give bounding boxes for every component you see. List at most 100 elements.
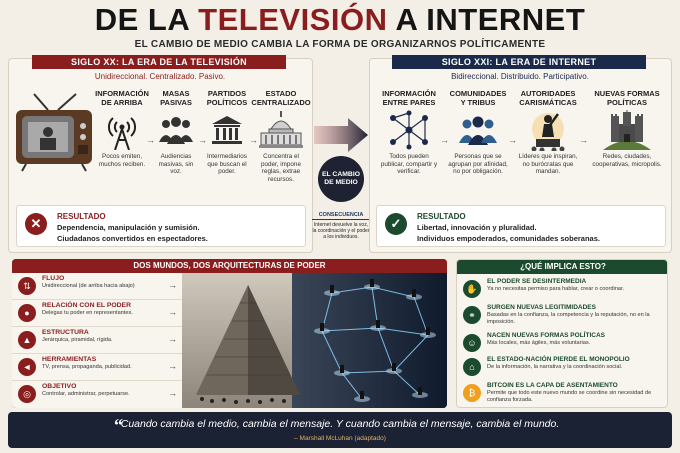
implication-title: NACEN NUEVAS FORMAS POLÍTICAS [487, 332, 605, 339]
row-desc: TV, prensa, propaganda, publicidad. [42, 364, 132, 370]
col-desc: Pocos emiten, muchos reciben. [98, 153, 146, 168]
page-title: DE LA TELEVISIÓN A INTERNET [0, 2, 680, 38]
transition-arrow-icon [314, 118, 368, 152]
implication-desc: Basadas en la confianza, la competencia … [487, 312, 650, 325]
implication-item: ⚭ SURGEN NUEVAS LEGITIMIDADES Basadas en… [457, 301, 667, 328]
handshake-icon: ⚭ [463, 306, 481, 324]
network-icon [390, 110, 428, 150]
row-title: OBJETIVO [42, 383, 77, 390]
consequence-desc: Internet devuelve la voz, la coordinació… [312, 222, 370, 240]
col-heading: MASAS PASIVAS [160, 89, 192, 107]
antenna-icon [107, 117, 137, 150]
row-title: HERRAMIENTAS [42, 356, 97, 363]
result-line-2: Ciudadanos convertidos en espectadores. [57, 234, 208, 243]
col-desc: Redes, ciudades, cooperativas, micropoli… [592, 153, 662, 168]
col-desc: Personas que se agrupan por afinidad, no… [448, 153, 508, 175]
tv-illustration [14, 92, 96, 172]
tv-col-4: ESTADO CENTRALIZADO Concentra el poder, … [251, 87, 311, 183]
arrow-icon: → [168, 388, 177, 398]
row-title: ESTRUCTURA [42, 329, 89, 336]
col-heading: PARTIDOS POLÍTICOS [206, 89, 248, 107]
implication-item: ⌂ EL ESTADO-NACIÓN PIERDE EL MONOPOLIO D… [457, 353, 667, 380]
tv-era-tagline: Unidireccional. Centralizado. Pasivo. [94, 72, 226, 81]
internet-era-tagline: Bidireccional. Distribuido. Participativ… [451, 72, 589, 81]
two-worlds-band: DOS MUNDOS, DOS ARQUITECTURAS DE PODER [12, 259, 447, 273]
quote-author: – Marshall McLuhan (adaptado) [294, 435, 386, 442]
tv-col-2: MASAS PASIVAS Audiencias masivas, sin vo… [153, 87, 199, 176]
two-worlds-panel: DOS MUNDOS, DOS ARQUITECTURAS DE PODER ⇅… [12, 259, 447, 408]
close-icon: ✕ [25, 213, 47, 235]
community-icon [459, 116, 497, 145]
net-col-4: NUEVAS FORMAS POLÍTICAS Redes, ciudades,… [588, 87, 666, 168]
quote-text: Cuando cambia el medio, cambia el mensaj… [120, 418, 560, 430]
arrow-icon: → [168, 280, 177, 290]
arrow-icon: → [198, 135, 207, 145]
row-desc: Delegas tu poder en representantes. [42, 310, 133, 316]
arrow-icon: → [440, 135, 449, 145]
implication-item: ☺ NACEN NUEVAS FORMAS POLÍTICAS Más loca… [457, 329, 667, 356]
quote-banner: “ Cuando cambia el medio, cambia el mens… [8, 412, 672, 448]
col-desc: Intermediarios que buscan el poder. [207, 153, 247, 175]
hierarchy-icon: ▲ [18, 331, 36, 349]
hand-icon: ✋ [463, 280, 481, 298]
arrow-icon: → [168, 334, 177, 344]
col-heading: NUEVAS FORMAS POLÍTICAS [594, 89, 660, 107]
col-heading: ESTADO CENTRALIZADO [251, 89, 311, 107]
col-desc: Audiencias masivas, sin voz. [158, 153, 194, 175]
implication-title: EL ESTADO-NACIÓN PIERDE EL MONOPOLIO [487, 356, 630, 363]
row-desc: Controlar, administrar, perpetuarse. [42, 391, 130, 397]
implication-title: BITCOIN ES LA CAPA DE ASENTAMIENTO [487, 382, 618, 389]
bank-icon: ⌂ [463, 358, 481, 376]
two-worlds-illustration [182, 273, 447, 408]
implication-desc: Ya no necesitas permiso para hablar, cre… [487, 286, 625, 292]
arrow-icon: → [579, 135, 588, 145]
capitol-icon [259, 111, 303, 148]
col-heading: COMUNIDADES Y TRIBUS [449, 89, 507, 107]
page-subtitle: EL CAMBIO DE MEDIO CAMBIA LA FORMA DE OR… [134, 39, 546, 50]
flow-icon: ⇅ [18, 277, 36, 295]
consequence-block: CONSECUENCIA Internet devuelve la voz, l… [312, 212, 370, 240]
net-col-3: AUTORIDADES CARISMÁTICAS Líderes que ins… [516, 87, 580, 176]
row-title: RELACIÓN CON EL PODER [42, 302, 131, 309]
bitcoin-icon: ₿ [463, 384, 481, 402]
arrow-icon: → [508, 135, 517, 145]
result-title: RESULTADO [417, 212, 466, 221]
implication-desc: De la información, la narrativa y la coo… [487, 364, 623, 370]
check-icon: ✓ [385, 213, 407, 235]
net-col-2: COMUNIDADES Y TRIBUS Personas que se agr… [448, 87, 508, 176]
result-line-1: Dependencia, manipulación y sumisión. [57, 223, 200, 232]
col-heading: INFORMACIÓN DE ARRIBA [95, 89, 149, 107]
row-desc: Jerárquica, piramidal, rígida. [42, 337, 113, 343]
leader-icon [531, 113, 565, 151]
tv-era-band: SIGLO XX: LA ERA DE LA TELEVISIÓN [32, 55, 286, 69]
columns-building-icon [212, 116, 242, 144]
world-row-tools: ◄ HERRAMIENTAS TV, prensa, propaganda, p… [12, 354, 182, 381]
consequence-title: CONSECUENCIA [312, 212, 370, 220]
arrow-icon: → [249, 135, 258, 145]
tv-col-1: INFORMACIÓN DE ARRIBA Pocos emiten, much… [95, 87, 149, 168]
television-icon [16, 93, 92, 172]
title-part-1: DE LA [94, 2, 199, 37]
arrow-icon: → [146, 135, 155, 145]
title-part-2: TELEVISIÓN [198, 2, 388, 37]
arrow-icon: → [168, 361, 177, 371]
world-row-flow: ⇅ FLUJO Unidireccional (de arriba hacia … [12, 273, 182, 300]
target-icon: ◎ [18, 385, 36, 403]
implication-desc: Más locales, más ágiles, más voluntarias… [487, 340, 591, 346]
net-col-1: INFORMACIÓN ENTRE PARES Todos pueden pub… [378, 87, 440, 176]
col-desc: Líderes que inspiran, no burócratas que … [518, 153, 578, 175]
crowd-icon [159, 117, 193, 144]
tv-result-box: ✕ RESULTADO Dependencia, manipulación y … [16, 205, 306, 247]
implication-item: ₿ BITCOIN ES LA CAPA DE ASENTAMIENTO Per… [457, 379, 667, 406]
col-desc: Todos pueden publicar, compartir y verif… [380, 153, 438, 175]
world-row-power: ● RELACIÓN CON EL PODER Delegas tu poder… [12, 300, 182, 327]
implication-desc: Permite que todo este nuevo mundo se coo… [487, 390, 652, 403]
castle-icon [603, 110, 651, 150]
col-desc: Concentra el poder, impone reglas, extra… [261, 153, 301, 183]
quote-mark-icon: “ [114, 415, 123, 435]
change-of-medium-badge: EL CAMBIO DE MEDIO [318, 156, 364, 202]
world-row-structure: ▲ ESTRUCTURA Jerárquica, piramidal, rígi… [12, 327, 182, 354]
pyramid-icon [196, 285, 300, 404]
result-line-2: Individuos empoderados, comunidades sobe… [417, 234, 600, 243]
implications-band: ¿QUÉ IMPLICA ESTO? [457, 260, 667, 274]
